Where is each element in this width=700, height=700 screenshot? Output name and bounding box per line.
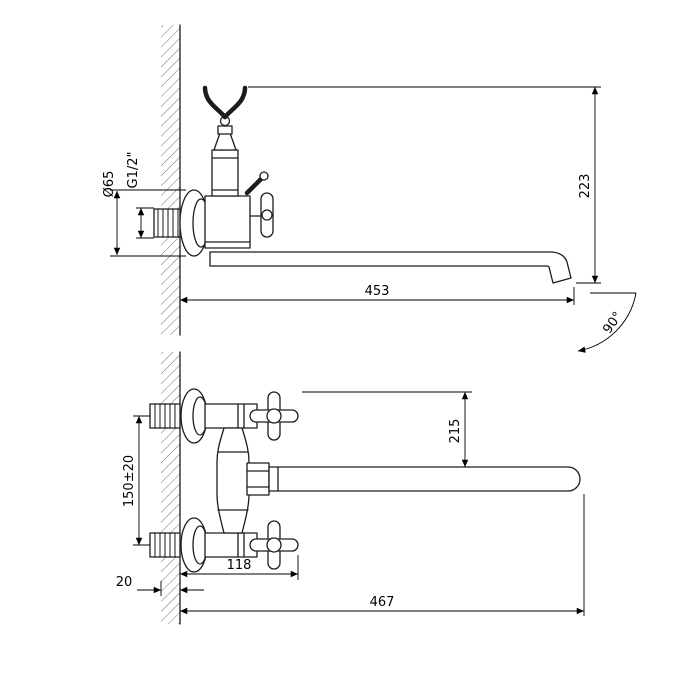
front-view xyxy=(149,351,581,625)
dim-label-thread: G1/2" xyxy=(126,152,141,189)
valve-tube xyxy=(204,403,258,429)
dim-reach-453: 453 xyxy=(180,284,575,305)
handle-hub xyxy=(261,209,273,221)
extension-lines xyxy=(110,189,186,257)
dim-wall-20: 20 xyxy=(116,575,204,596)
dim-label-reach-front: 467 xyxy=(370,595,395,610)
dim-label-reach-side: 453 xyxy=(365,284,390,299)
hook-right-prong xyxy=(222,85,248,120)
thread-ticks xyxy=(154,533,176,557)
dim-label-flange: Ø65 xyxy=(102,171,117,198)
lever xyxy=(244,175,265,196)
dim-label-swivel: 90° xyxy=(600,309,626,336)
side-view-dimensions: Ø65 G1/2" 223 453 90° xyxy=(102,86,637,353)
dim-width-118: 118 xyxy=(180,555,299,580)
spout-nut-lines xyxy=(246,470,270,488)
dim-axis-215: 215 xyxy=(302,391,472,467)
dim-label-width: 118 xyxy=(227,558,252,573)
shower-hook xyxy=(202,85,248,120)
body-column xyxy=(211,149,239,197)
handle-hub xyxy=(266,537,282,553)
escutcheon-outer xyxy=(180,517,208,573)
dim-label-height: 223 xyxy=(578,174,593,199)
body-block xyxy=(204,195,251,249)
escutcheon xyxy=(179,189,210,257)
mixer-body-front xyxy=(216,427,270,534)
dim-label-axis: 215 xyxy=(448,419,463,444)
dim-flange-diameter: Ø65 xyxy=(102,171,186,257)
dim-label-wall: 20 xyxy=(116,575,133,590)
escutcheon-outer xyxy=(180,388,208,444)
dim-reach-467: 467 xyxy=(180,494,585,616)
dim-height-223: 223 xyxy=(248,86,601,284)
valve-tube xyxy=(204,532,258,558)
extension-lines xyxy=(248,86,601,284)
dim-centers-150: 150±20 xyxy=(122,415,150,546)
wall-hatch xyxy=(161,25,180,335)
lever-knob xyxy=(259,171,269,181)
faucet-body-side xyxy=(204,115,251,249)
top-mount xyxy=(149,388,299,444)
front-view-dimensions: 150±20 215 118 20 467 xyxy=(116,391,585,616)
column-rings xyxy=(211,157,239,191)
spout-front xyxy=(268,466,581,492)
bottom-mount xyxy=(149,517,299,573)
wall-thread xyxy=(153,208,181,238)
swivel-arc xyxy=(577,292,637,353)
dim-label-centers: 150±20 xyxy=(122,455,137,507)
neck xyxy=(213,132,237,151)
dim-thread: G1/2" xyxy=(126,152,154,239)
wall-hatch-front xyxy=(161,352,180,624)
body-outline xyxy=(216,427,250,534)
side-view xyxy=(153,24,572,336)
handle-hub xyxy=(266,408,282,424)
thread-ticks xyxy=(154,404,176,428)
coupling-nut-lines xyxy=(237,403,245,429)
spout-side xyxy=(209,251,572,284)
extension-lines xyxy=(136,207,154,239)
finial-collar xyxy=(217,125,233,135)
spout-nut xyxy=(246,462,270,496)
coupling-nut-lines xyxy=(237,532,245,558)
dim-swivel-90: 90° xyxy=(577,292,637,353)
body-rings xyxy=(217,451,249,511)
thread-ticks xyxy=(157,209,179,237)
hook-left-prong xyxy=(202,85,228,120)
diverter-handle-side xyxy=(244,171,274,238)
